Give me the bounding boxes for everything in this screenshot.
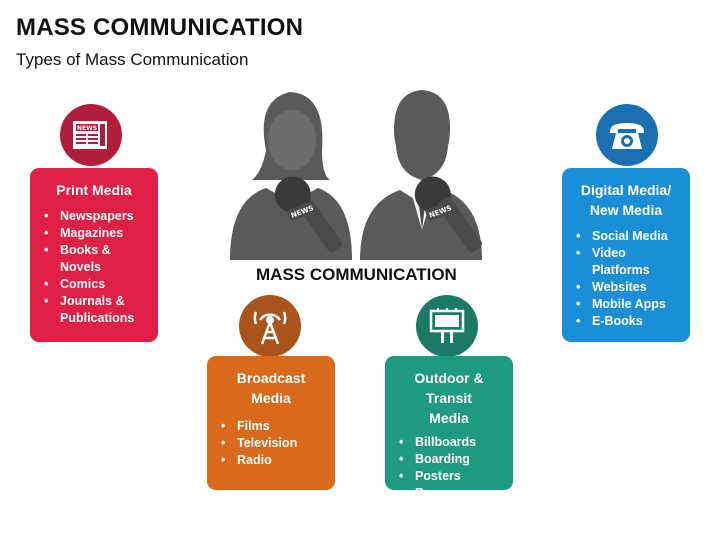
page-subtitle: Types of Mass Communication <box>16 50 249 69</box>
list-item: Films <box>213 418 329 435</box>
print-media-icon-circle: NEWS <box>60 104 122 166</box>
list-item: Banners <box>391 485 507 502</box>
newspaper-icon: NEWS <box>73 121 107 149</box>
newspaper-icon-label: NEWS <box>77 125 97 132</box>
list-item: Video Platforms <box>568 245 684 279</box>
list-item: Magazines <box>36 225 152 242</box>
list-item: Journals & Publications <box>36 293 152 327</box>
outdoor-media-list: Billboards Boarding Posters Banners <box>391 434 507 502</box>
male-reporter-figure: NEWS <box>360 90 482 260</box>
broadcast-tower-icon <box>253 311 287 345</box>
broadcast-media-icon-circle <box>239 295 301 357</box>
outdoor-media-card: Outdoor & Transit Media Billboards Board… <box>385 356 513 502</box>
list-item: Television <box>213 435 329 452</box>
page-title: MASS COMMUNICATION <box>16 14 304 41</box>
list-item: Newspapers <box>36 208 152 225</box>
outdoor-media-icon-circle <box>416 295 478 357</box>
broadcast-media-title: Broadcast Media <box>236 370 306 406</box>
print-media-title: Print Media <box>56 182 132 198</box>
list-item: E-Books <box>568 313 684 330</box>
broadcast-media-card: Broadcast Media Films Television Radio <box>207 356 335 490</box>
list-item: Comics <box>36 276 152 293</box>
digital-media-card: Digital Media/ New Media Social Media Vi… <box>562 168 690 342</box>
billboard-icon <box>429 308 465 343</box>
center-label: MASS COMMUNICATION <box>256 265 457 284</box>
list-item: Billboards <box>391 434 507 451</box>
broadcast-media-list: Films Television Radio <box>213 418 329 469</box>
print-media-card: Print Media Newspapers Magazines Books &… <box>30 168 158 342</box>
print-media-list: Newspapers Magazines Books & Novels Comi… <box>36 208 152 327</box>
list-item: Social Media <box>568 228 684 245</box>
digital-media-title: Digital Media/ New Media <box>580 182 672 218</box>
digital-media-icon-circle <box>596 104 658 166</box>
list-item: Mobile Apps <box>568 296 684 313</box>
female-reporter-figure: NEWS <box>230 92 352 260</box>
digital-media-list: Social Media Video Platforms Websites Mo… <box>568 228 684 330</box>
list-item: Posters <box>391 468 507 485</box>
list-item: Websites <box>568 279 684 296</box>
list-item: Boarding <box>391 451 507 468</box>
telephone-icon <box>610 123 644 149</box>
list-item: Radio <box>213 452 329 469</box>
list-item: Books & Novels <box>36 242 152 276</box>
outdoor-media-title: Outdoor & Transit Media <box>414 370 484 426</box>
